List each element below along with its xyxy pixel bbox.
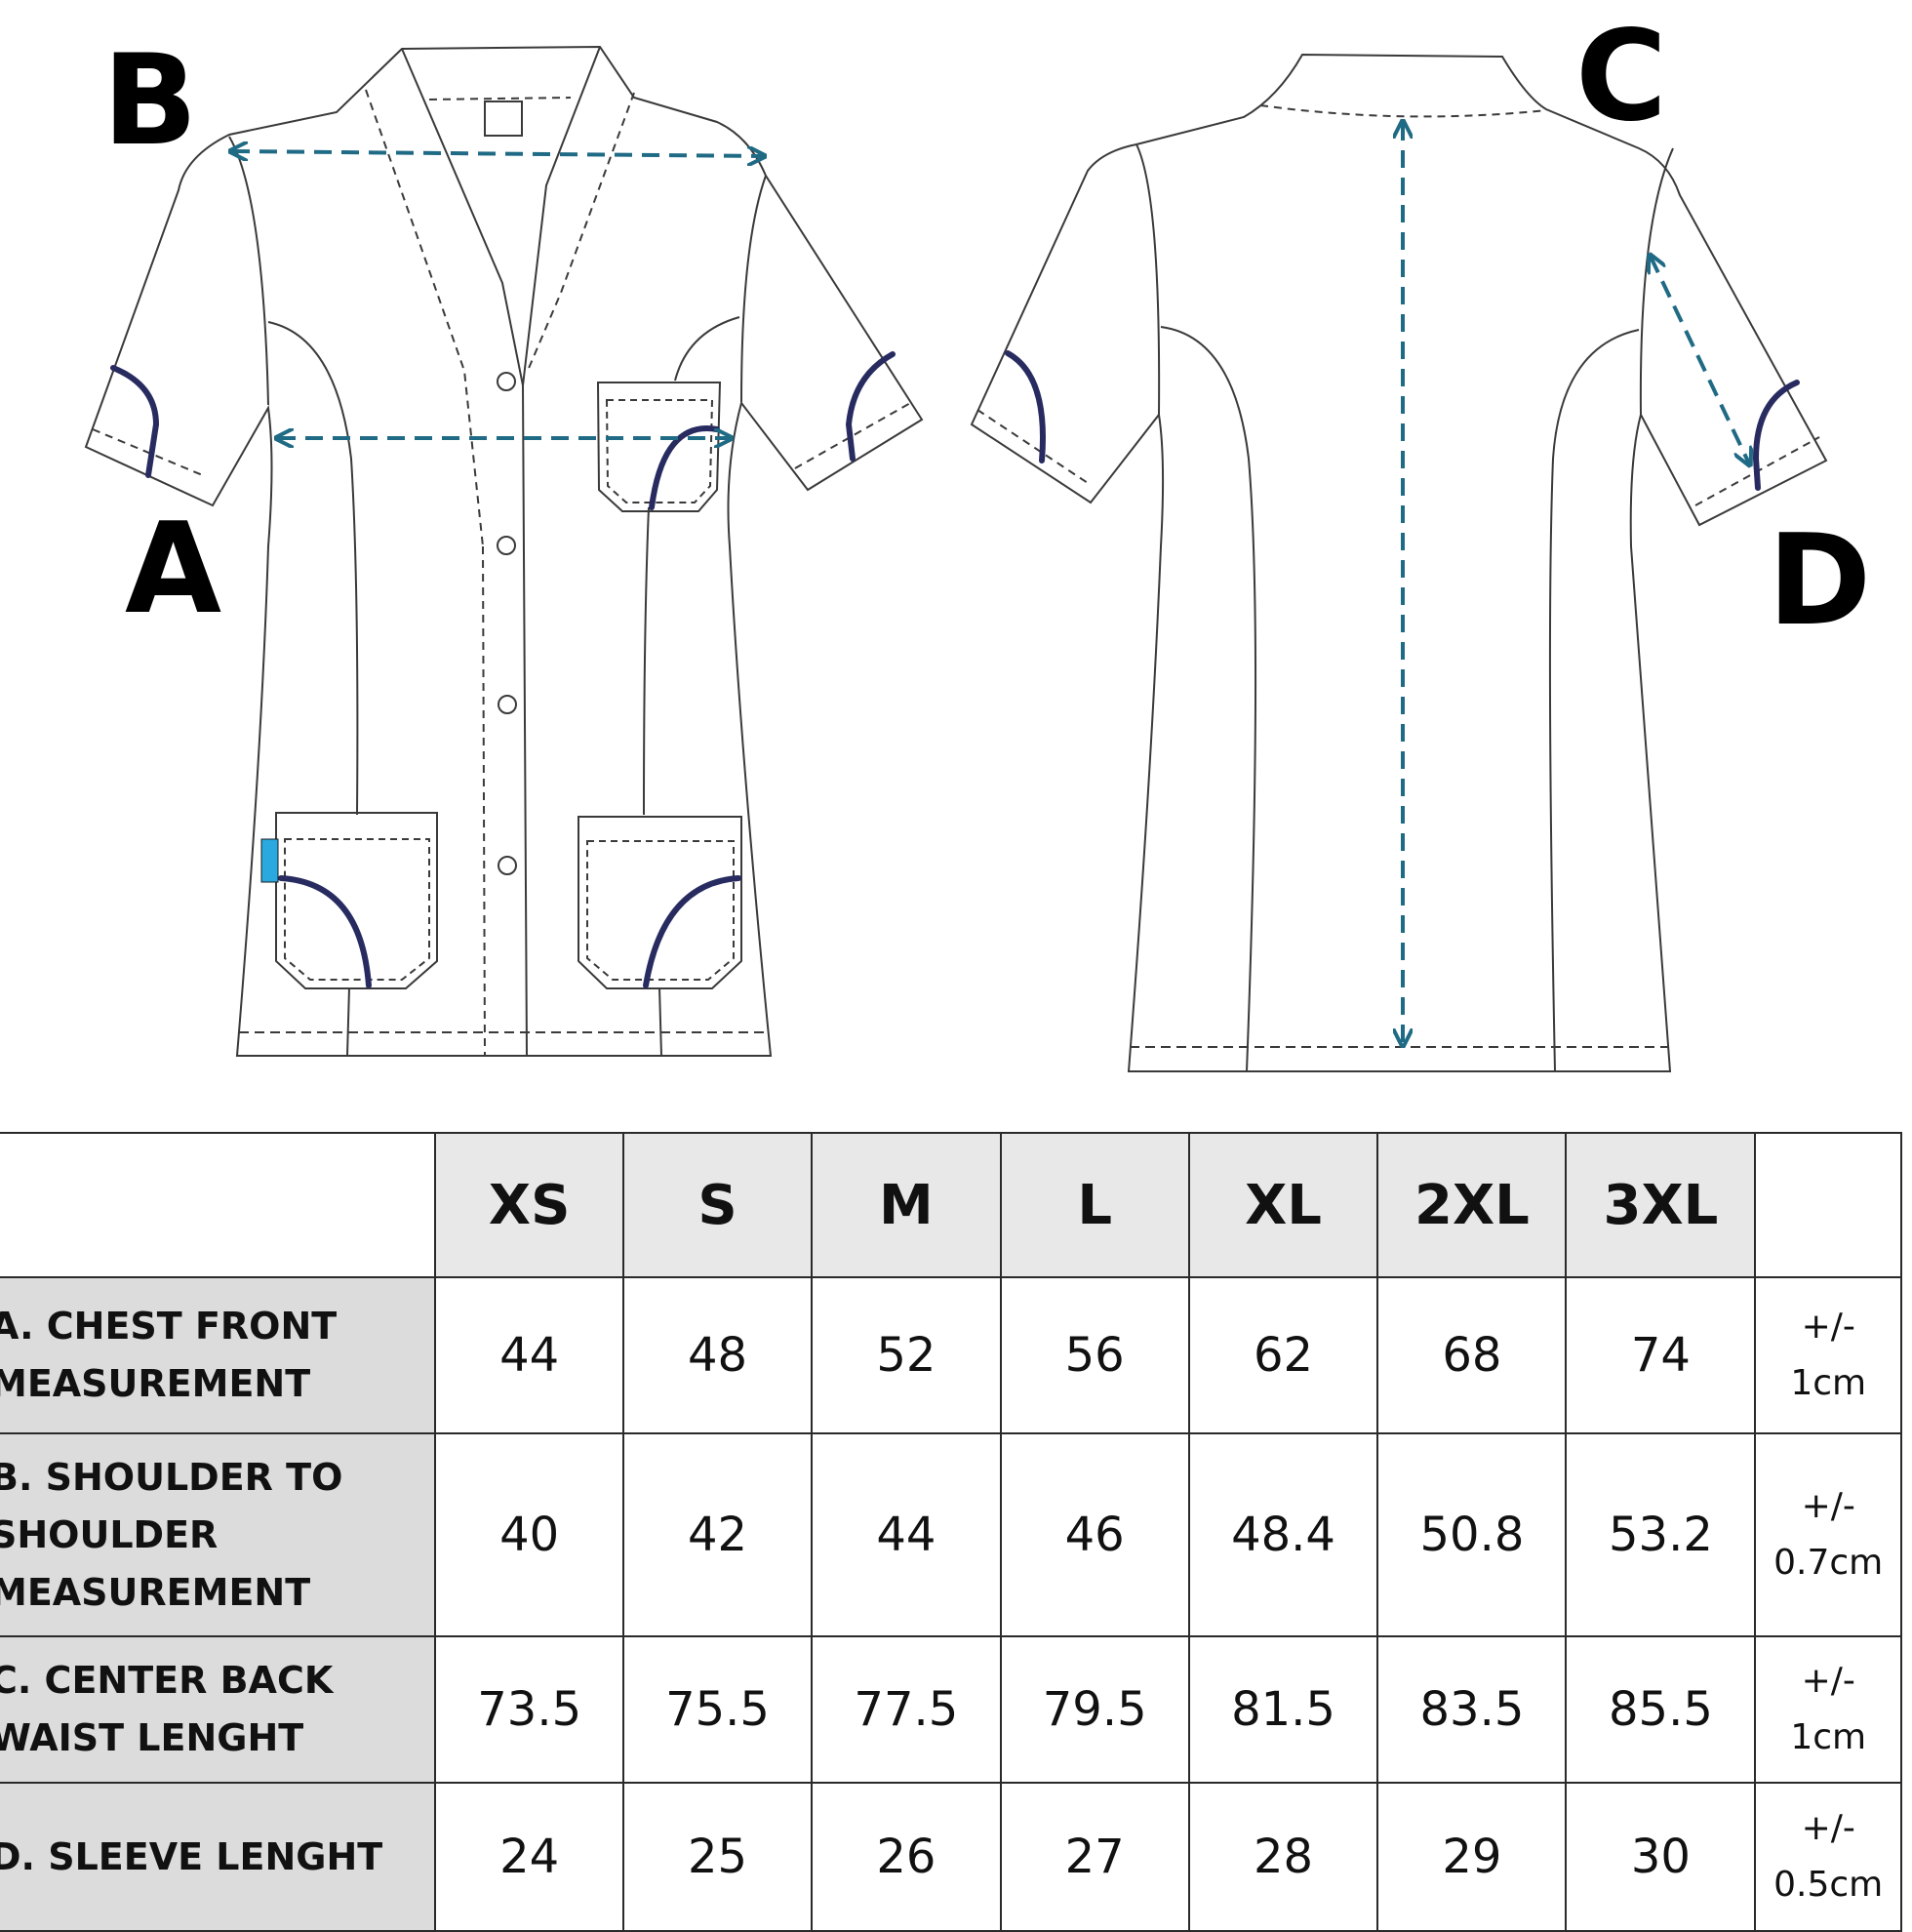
side-seam-right — [674, 316, 740, 382]
back-view — [970, 53, 1828, 1072]
lower-left-pocket-stitch — [284, 838, 430, 981]
brand-tab — [260, 838, 279, 883]
table-cell: 50.8 — [1376, 1432, 1568, 1637]
front-neck-right — [522, 46, 601, 386]
label-d: D — [1768, 508, 1872, 654]
table-cell: 26 — [810, 1782, 1002, 1932]
front-hem-split — [346, 986, 662, 1057]
label-b: B — [102, 28, 198, 174]
tolerance-cell: +/-1cm — [1754, 1635, 1902, 1784]
lapel-stitch-left — [365, 89, 484, 547]
sleeve-cuff-stitch-left — [92, 428, 206, 477]
measure-arrow-d — [1651, 257, 1749, 463]
back-side-seam-right — [1548, 329, 1640, 1072]
label-c: C — [1575, 4, 1667, 149]
chest-pocket — [596, 382, 722, 512]
table-cell: 42 — [622, 1432, 813, 1637]
front-trim — [110, 351, 896, 988]
header-blank-cell — [0, 1132, 437, 1278]
table-cell: 44 — [434, 1276, 625, 1434]
size-header-xl: XL — [1187, 1132, 1379, 1278]
table-cell: 25 — [622, 1782, 813, 1932]
table-cell: 46 — [999, 1432, 1190, 1637]
table-cell: 40 — [434, 1432, 625, 1637]
side-seam-right-lower — [643, 506, 650, 816]
placket-line — [522, 384, 528, 1057]
collar-stitch — [428, 97, 572, 101]
lower-right-pocket — [578, 816, 742, 989]
table-cell: 30 — [1565, 1782, 1757, 1932]
table-cell: 85.5 — [1565, 1635, 1757, 1784]
table-cell: 74 — [1565, 1276, 1757, 1434]
table-cell: 75.5 — [622, 1635, 813, 1784]
tolerance-cell: +/-0.7cm — [1754, 1432, 1902, 1637]
lapel-stitch-right — [526, 92, 635, 374]
back-trim — [1005, 350, 1800, 491]
lower-left-pocket — [275, 812, 438, 989]
tolerance-cell: +/-0.5cm — [1754, 1782, 1902, 1932]
sleeve-cuff-stitch-right — [794, 401, 913, 469]
front-button — [498, 856, 517, 875]
table-cell: 79.5 — [999, 1635, 1190, 1784]
placket-stitch — [482, 545, 486, 1057]
table-cell: 48.4 — [1187, 1432, 1379, 1637]
table-cell: 68 — [1376, 1276, 1568, 1434]
table-cell: 56 — [999, 1276, 1190, 1434]
size-header-m: M — [810, 1132, 1002, 1278]
tolerance-cell: +/-1cm — [1754, 1276, 1902, 1434]
table-cell: 62 — [1187, 1276, 1379, 1434]
table-cell: 44 — [810, 1432, 1002, 1637]
front-neck-left — [401, 48, 524, 386]
table-cell: 27 — [999, 1782, 1190, 1932]
table-cell: 52 — [810, 1276, 1002, 1434]
label-a: A — [125, 497, 222, 642]
front-button — [497, 372, 516, 391]
table-cell: 73.5 — [434, 1635, 625, 1784]
table-cell: 28 — [1187, 1782, 1379, 1932]
armhole-left — [228, 136, 269, 406]
collar-label-tag — [484, 101, 523, 137]
table-cell: 24 — [434, 1782, 625, 1932]
armhole-right — [740, 175, 767, 403]
lower-right-pocket-stitch — [586, 840, 735, 981]
front-button — [498, 695, 517, 714]
back-armhole-left — [1135, 143, 1161, 416]
garment-diagram — [84, 45, 1828, 1072]
front-body-outline — [84, 45, 924, 1057]
back-cuff-stitch-left — [976, 409, 1089, 484]
chest-pocket-stitch — [605, 399, 714, 503]
back-armhole-right — [1639, 147, 1674, 416]
size-header-2xl: 2XL — [1376, 1132, 1568, 1278]
front-button — [497, 536, 516, 555]
size-header-3xl: 3XL — [1565, 1132, 1757, 1278]
size-header-s: S — [622, 1132, 813, 1278]
table-cell: 77.5 — [810, 1635, 1002, 1784]
header-tolerance-cell — [1754, 1132, 1902, 1278]
back-neck-stitch — [1259, 104, 1547, 118]
row-label: D. SLEEVE LENGHT — [0, 1782, 437, 1932]
size-header-xs: XS — [434, 1132, 625, 1278]
size-header-l: L — [999, 1132, 1190, 1278]
table-cell: 81.5 — [1187, 1635, 1379, 1784]
back-side-seam-left — [1160, 326, 1257, 1072]
table-cell: 48 — [622, 1276, 813, 1434]
measure-arrow-b — [232, 151, 763, 156]
table-cell: 29 — [1376, 1782, 1568, 1932]
table-row: D. SLEEVE LENGHT 24 25 26 27 28 29 30 +/… — [0, 1782, 1902, 1932]
side-seam-left — [267, 321, 359, 816]
table-cell: 53.2 — [1565, 1432, 1757, 1637]
table-cell: 83.5 — [1376, 1635, 1568, 1784]
measure-lines — [232, 123, 1749, 1044]
back-body-outline — [970, 53, 1828, 1072]
size-header-row: XS S M L XL 2XL 3XL — [0, 1132, 1902, 1278]
